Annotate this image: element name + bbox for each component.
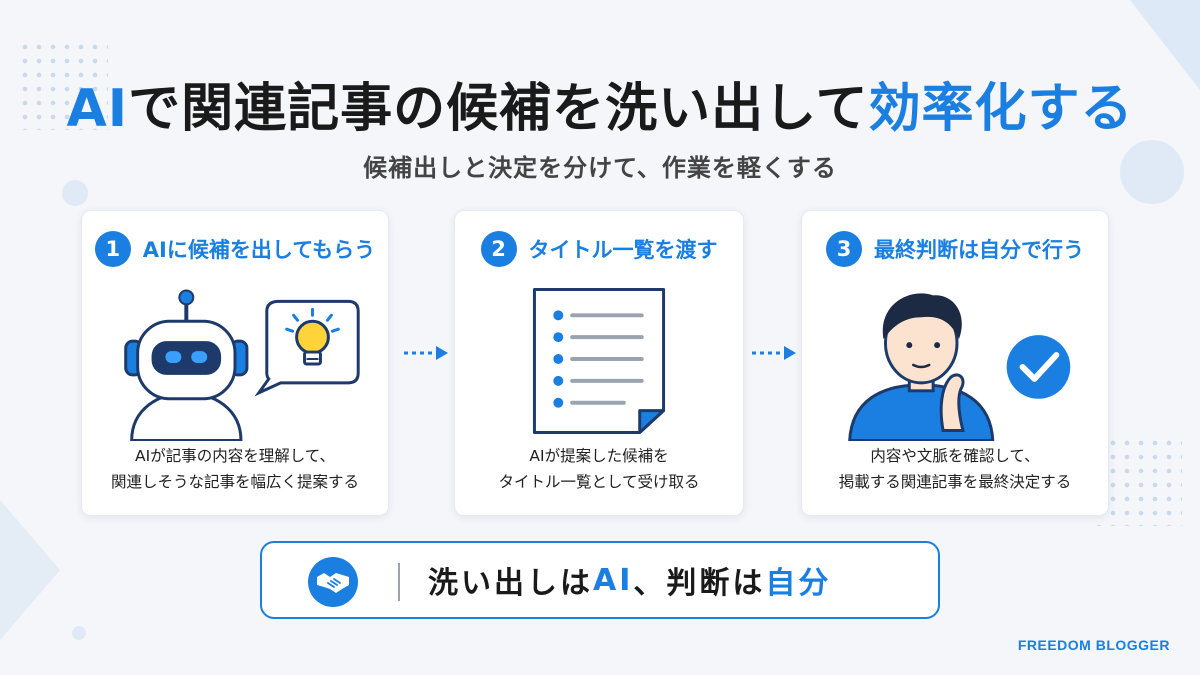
handshake-icon bbox=[308, 557, 358, 607]
banner-text-accent: 自分 bbox=[765, 566, 832, 601]
step-desc-line: AIが記事の内容を理解して、 bbox=[135, 447, 335, 465]
step-header: 1 AIに候補を出してもらう bbox=[82, 231, 388, 267]
step-number: 1 bbox=[94, 231, 131, 267]
page-subtitle: 候補出しと決定を分けて、作業を軽くする bbox=[363, 154, 837, 182]
step-desc-line: タイトル一覧として受け取る bbox=[498, 473, 700, 491]
step-desc-line: AIが提案した候補を bbox=[529, 447, 669, 465]
page-title: AIで関連記事の候補を洗い出して効率化する bbox=[0, 66, 1200, 141]
brand-logo-text: FREEDOM BLOGGER bbox=[1017, 637, 1170, 653]
step-header: 2 タイトル一覧を渡す bbox=[455, 231, 743, 267]
decor-circle bbox=[62, 180, 88, 206]
step-card-3: 3 最終判断は自分で行う 内容や文脈を確認して、 掲載する関連記事を最終決定する bbox=[801, 210, 1109, 516]
step-description: 内容や文脈を確認して、 掲載する関連記事を最終決定する bbox=[802, 443, 1108, 495]
banner-text-accent: AI bbox=[593, 562, 634, 598]
robot-icon bbox=[124, 289, 249, 441]
step-illustration bbox=[848, 293, 1071, 441]
step-title: AIに候補を出してもらう bbox=[142, 238, 376, 262]
lightbulb-icon bbox=[285, 307, 340, 366]
step-description: AIが提案した候補を タイトル一覧として受け取る bbox=[455, 443, 743, 495]
step-card-2: 2 タイトル一覧を渡す AIが提案した候補を タイトル一覧として受け取る bbox=[454, 210, 744, 516]
banner-divider bbox=[398, 563, 400, 601]
step-number: 2 bbox=[480, 231, 517, 267]
step-desc-line: 内容や文脈を確認して、 bbox=[870, 447, 1040, 465]
step-desc-line: 関連しそうな記事を幅広く提案する bbox=[110, 473, 359, 491]
banner-text-part: 洗い出しは bbox=[428, 566, 593, 601]
step-title: タイトル一覧を渡す bbox=[528, 238, 718, 262]
banner-text-part: 、判断は bbox=[633, 566, 766, 601]
step-header: 3 最終判断は自分で行う bbox=[802, 231, 1108, 267]
step-description: AIが記事の内容を理解して、 関連しそうな記事を幅広く提案する bbox=[82, 443, 388, 495]
title-accent-ai: AI bbox=[66, 79, 129, 139]
dotted-arrow-icon bbox=[752, 346, 796, 360]
step-number: 3 bbox=[826, 231, 862, 267]
thinking-person-icon bbox=[848, 293, 995, 441]
check-circle-icon bbox=[1006, 335, 1071, 399]
decor-circle bbox=[72, 626, 86, 640]
step-illustration bbox=[532, 288, 666, 434]
step-card-1: 1 AIに候補を出してもらう bbox=[81, 210, 389, 516]
step-title: 最終判断は自分で行う bbox=[874, 238, 1084, 262]
document-list-icon bbox=[532, 288, 666, 434]
dotted-arrow-icon bbox=[404, 346, 448, 360]
step-illustration bbox=[124, 289, 360, 441]
decor-triangle bbox=[0, 500, 60, 640]
title-accent-end: 効率化する bbox=[868, 79, 1134, 139]
step-desc-line: 掲載する関連記事を最終決定する bbox=[838, 473, 1072, 491]
title-middle: で関連記事の候補を洗い出して bbox=[128, 79, 869, 139]
